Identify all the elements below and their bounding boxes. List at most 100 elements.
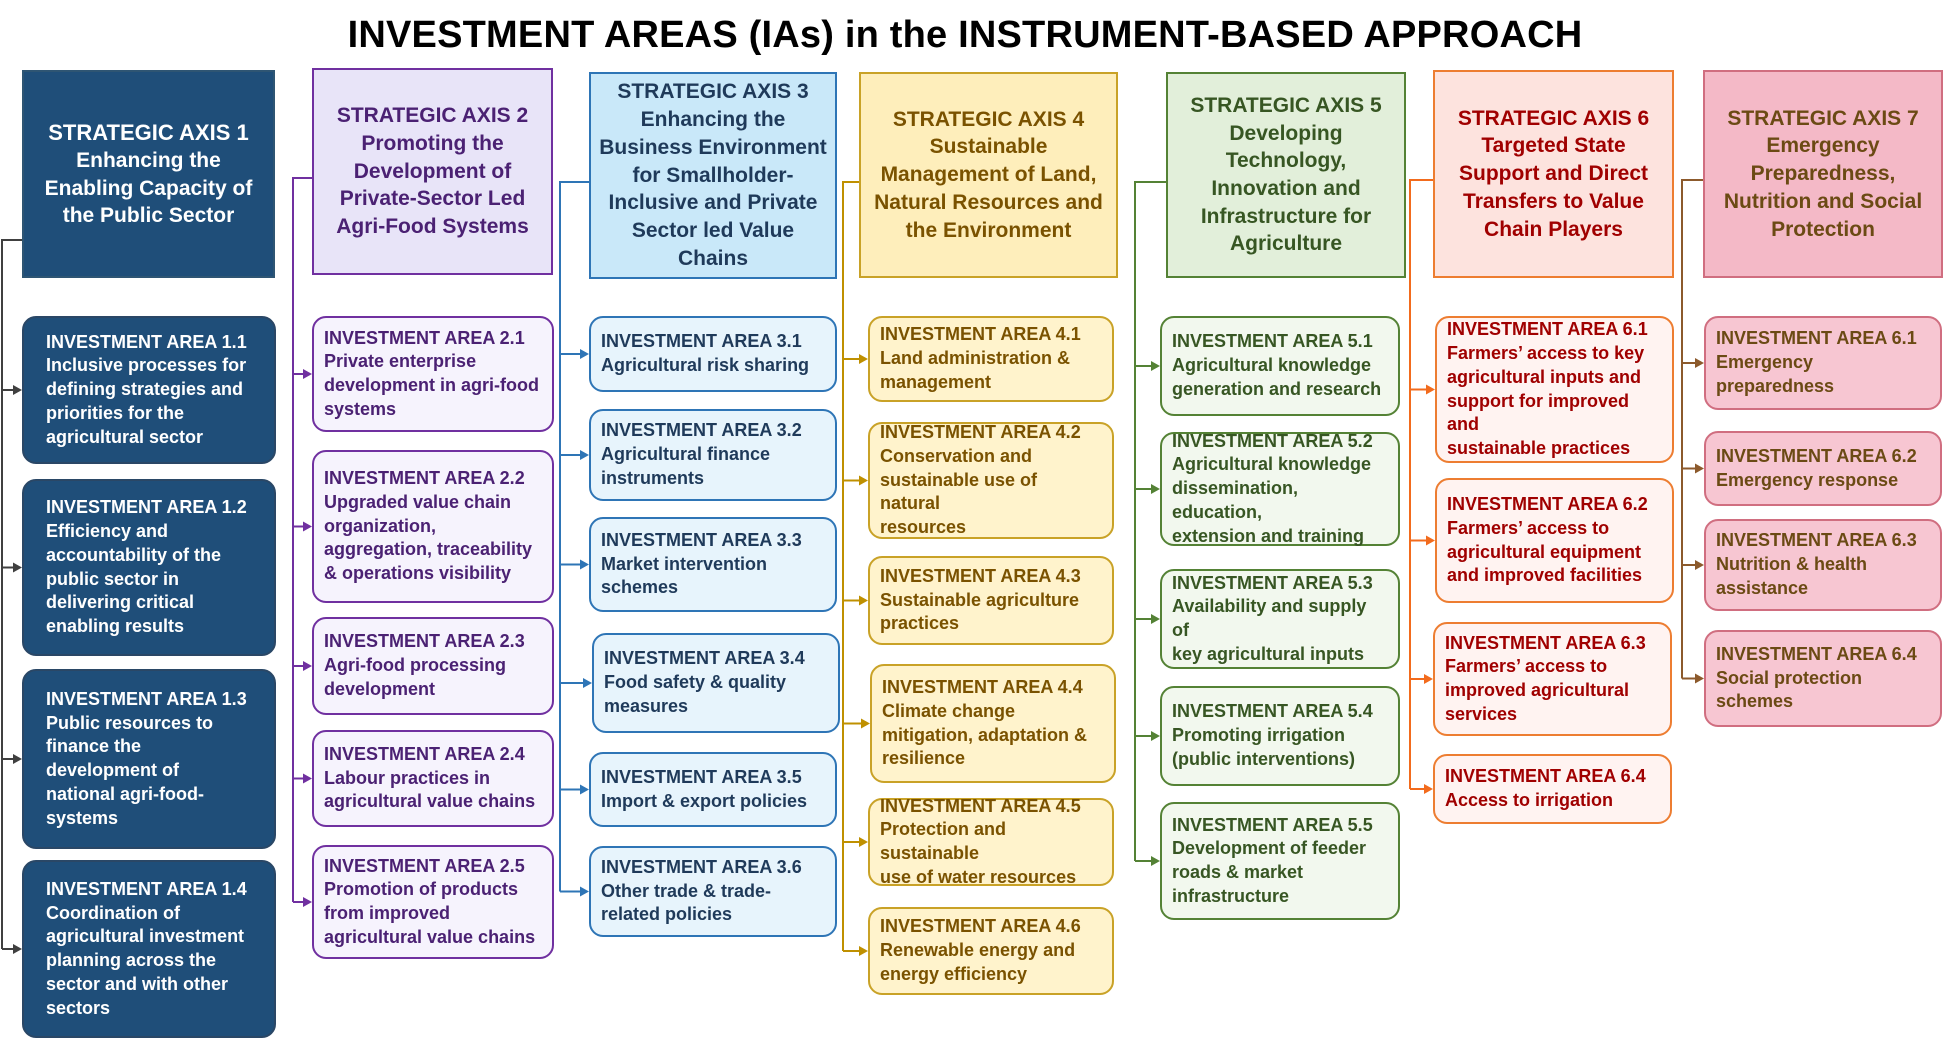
axis-description-line: Preparedness, (1750, 162, 1896, 186)
axis-description-line: Support and Direct (1458, 162, 1648, 186)
investment-area-title: INVESTMENT AREA 2.4 (324, 743, 525, 764)
investment-area-text: Land administration & (880, 348, 1071, 369)
investment-area-text: systems (324, 398, 397, 419)
investment-area-text: Agricultural risk sharing (601, 355, 810, 375)
arrowhead-icon (1151, 361, 1160, 371)
investment-area-text: resilience (882, 748, 966, 769)
investment-area-title: INVESTMENT AREA 5.3 (1172, 572, 1373, 593)
arrowhead-icon (13, 754, 22, 764)
axis-description-line: Agriculture (1229, 232, 1342, 256)
investment-area-text: priorities for the (46, 402, 185, 423)
axis-description-line: Enabling Capacity of (44, 176, 253, 200)
investment-area-text: national agri-food- (46, 783, 204, 804)
investment-area-text: (public interventions) (1172, 748, 1356, 769)
investment-area-text: Sustainable agriculture (880, 589, 1080, 610)
arrowhead-icon (1426, 535, 1435, 546)
investment-area-title: INVESTMENT AREA 1.1 (46, 331, 247, 352)
investment-area-text: practices (880, 613, 960, 634)
investment-area-text: Private enterprise (324, 351, 477, 372)
investment-area-text: Inclusive processes for (46, 355, 247, 376)
arrowhead-icon (1424, 784, 1433, 794)
investment-area-text: agricultural sector (46, 426, 204, 447)
axis-3-spine-line (559, 181, 589, 892)
investment-area-text: organization, (324, 515, 436, 536)
arrowhead-icon (1151, 484, 1160, 494)
axis-title: STRATEGIC AXIS 7 (1727, 106, 1919, 130)
investment-area-text: and improved facilities (1447, 565, 1643, 586)
investment-area-text: instruments (601, 467, 705, 488)
investment-area-text: agricultural inputs and (1447, 366, 1642, 387)
investment-area-title: INVESTMENT AREA 2.2 (324, 468, 525, 489)
arrowhead-icon (1426, 384, 1435, 395)
investment-area-text: enabling results (46, 616, 185, 636)
investment-area-text: development in agri-food (324, 375, 540, 395)
investment-area-title: INVESTMENT AREA 4.3 (880, 565, 1081, 586)
arrowhead-icon (580, 450, 589, 460)
investment-area-text: aggregation, traceability (324, 539, 533, 560)
axis-description-line: Technology, (1225, 149, 1347, 173)
investment-area-text: sectors (46, 997, 111, 1018)
investment-area-text: & operations visibility (324, 563, 512, 584)
axis-description-line: Chain Players (1484, 217, 1623, 241)
investment-area-title: INVESTMENT AREA 5.4 (1172, 701, 1373, 722)
investment-area-title: INVESTMENT AREA 3.6 (601, 856, 802, 877)
investment-area-title: INVESTMENT AREA 4.2 (880, 422, 1081, 443)
investment-area-title: INVESTMENT AREA 2.1 (324, 327, 525, 348)
investment-area-title: INVESTMENT AREA 5.1 (1172, 331, 1373, 352)
investment-area-title: INVESTMENT AREA 3.1 (601, 331, 802, 352)
investment-area-text: services (1445, 703, 1518, 724)
investment-area-text: Conservation and (880, 445, 1033, 466)
axis-description-line: Nutrition and Social (1723, 189, 1923, 213)
axis-1-spine-line (1, 239, 22, 949)
axis-description-line: Inclusive and Private (608, 191, 818, 215)
investment-area-text: Agricultural knowledge (1172, 355, 1372, 376)
investment-area-text: Upgraded value chain (324, 491, 512, 512)
investment-area-text: Emergency (1716, 352, 1814, 373)
investment-area-text: Other trade & trade- (601, 880, 772, 901)
investment-area-text: Emergency response (1716, 469, 1899, 490)
investment-area-text: accountability of the (46, 544, 222, 565)
investment-area-title: INVESTMENT AREA 4.6 (880, 916, 1081, 937)
axis-description-line: Transfers to Value (1463, 189, 1644, 213)
axis-title: STRATEGIC AXIS 5 (1190, 93, 1382, 117)
arrowhead-icon (859, 595, 868, 606)
investment-area-text: support for improved and (1447, 390, 1630, 435)
arrowhead-icon (1151, 731, 1160, 741)
axis-description-line: Sustainable (929, 135, 1048, 159)
investment-area-text: agricultural value chains (324, 926, 536, 947)
investment-area-text: energy efficiency (880, 963, 1028, 984)
arrowhead-icon (580, 559, 589, 570)
investment-area-text: Access to irrigation (1445, 790, 1614, 810)
axis-description-line: the Environment (905, 218, 1072, 242)
arrowhead-icon (303, 369, 312, 379)
investment-area-text: Climate change (882, 700, 1016, 721)
axis-title: STRATEGIC AXIS 1 (48, 119, 249, 145)
investment-area-text: Nutrition & health (1716, 554, 1867, 575)
investment-area-text: development of (46, 760, 180, 780)
arrowhead-icon (13, 944, 22, 954)
axis-title: STRATEGIC AXIS 2 (336, 104, 529, 128)
investment-area-text: agricultural value chains (324, 791, 536, 812)
axis-description-line: Promoting the (361, 131, 504, 155)
investment-area-text: mitigation, adaptation & (882, 724, 1087, 745)
investment-area-text: related policies (601, 904, 733, 925)
arrowhead-icon (859, 946, 868, 956)
investment-area-text: Agricultural finance (601, 444, 771, 465)
